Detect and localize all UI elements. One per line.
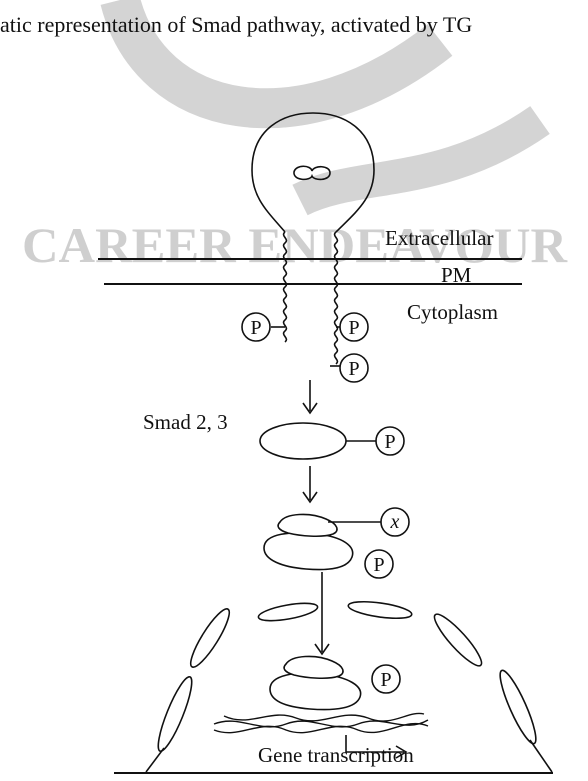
dna-strands: [214, 713, 428, 732]
label-extracellular: Extracellular: [385, 228, 493, 249]
phospho-label: P: [373, 554, 384, 576]
label-pm: PM: [441, 265, 471, 286]
nuclear-smad-complex: [270, 656, 361, 709]
phospho-label: P: [250, 317, 261, 339]
phosphates: [242, 313, 409, 693]
phospho-label: P: [384, 431, 395, 453]
phospho-labels: P P P P P P x: [250, 317, 399, 691]
smad-complex: [264, 514, 381, 569]
label-smad: Smad 2, 3: [143, 412, 228, 433]
x-label: x: [390, 511, 400, 533]
label-cytoplasm: Cytoplasm: [407, 302, 498, 323]
phospho-label: P: [348, 358, 359, 380]
phospho-label: P: [380, 669, 391, 691]
caption: atic representation of Smad pathway, act…: [0, 14, 472, 36]
phospho-label: P: [348, 317, 359, 339]
label-gene-transcription: Gene transcription: [258, 745, 414, 766]
smad-protein: [260, 423, 376, 459]
